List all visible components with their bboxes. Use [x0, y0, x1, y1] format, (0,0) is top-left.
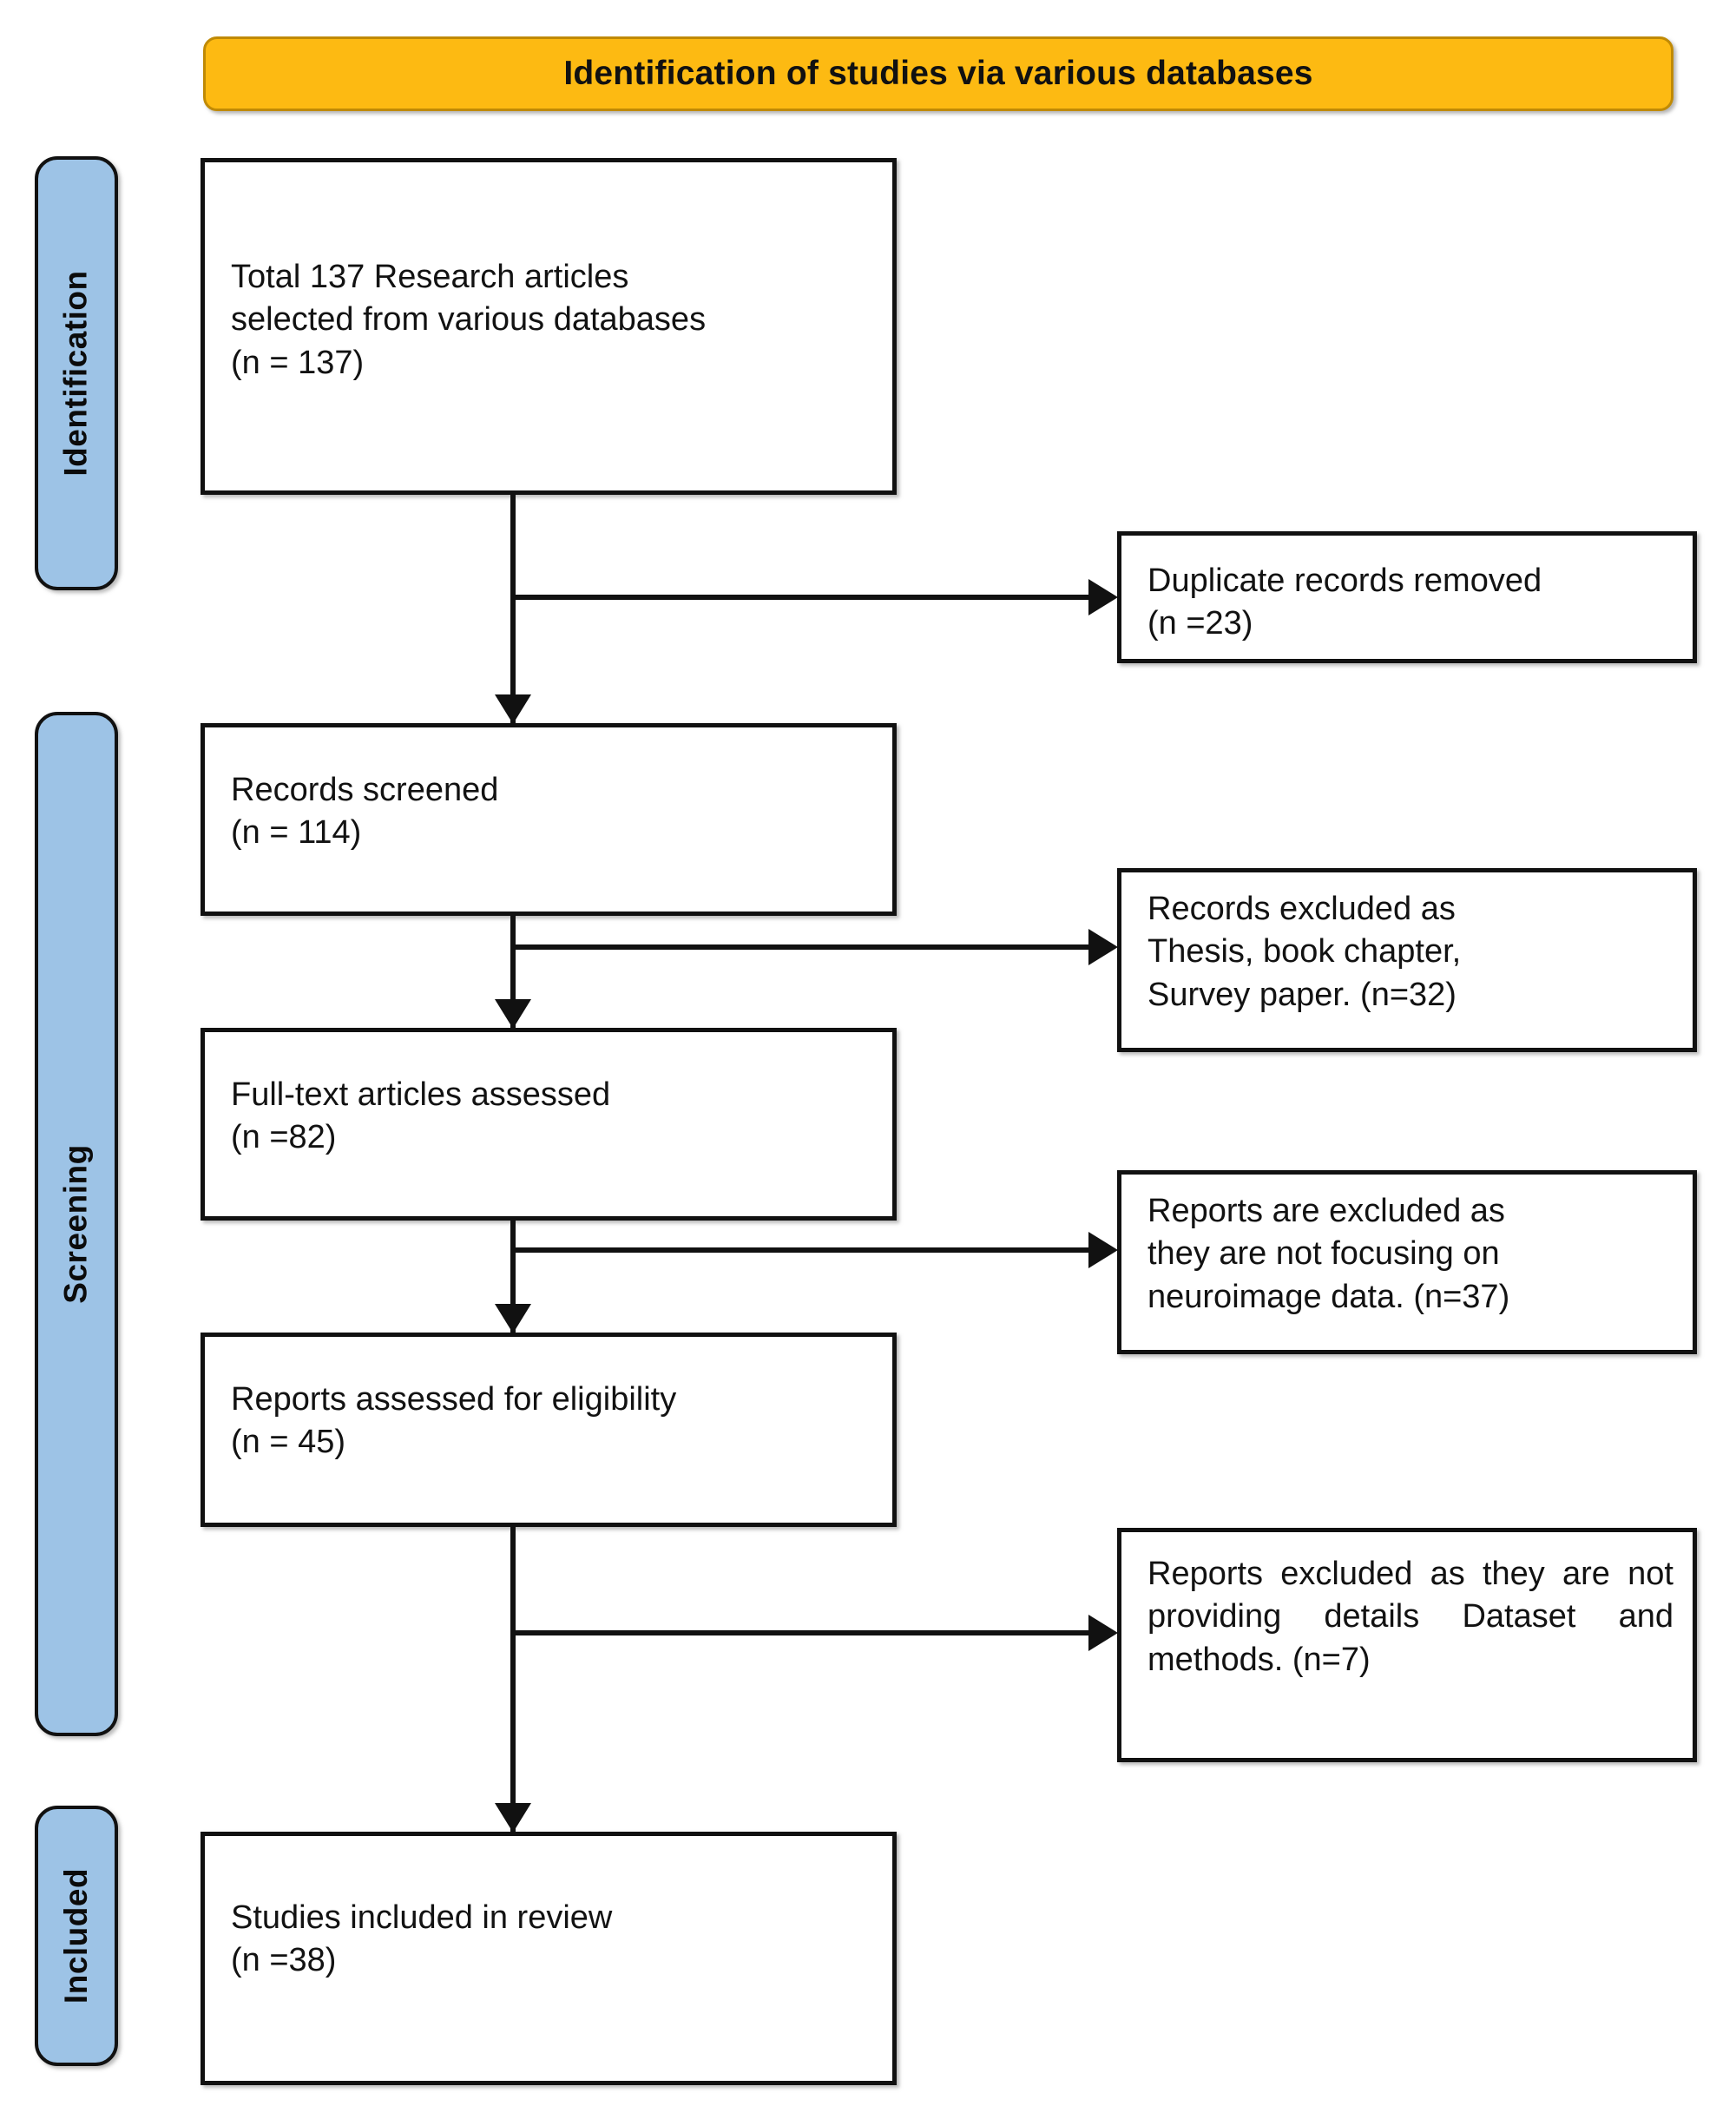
stage-label-included: Included: [58, 1867, 94, 2004]
node-excluded-neuroimage-text: Reports are excluded as they are not foc…: [1147, 1193, 1510, 1315]
connector-screened-to-excluded-thesis: [510, 944, 1094, 950]
node-total-records-text: Total 137 Research articles selected fro…: [231, 259, 707, 381]
connector-eligibility-to-excluded-details: [510, 1630, 1094, 1635]
connector-stem-eligibility: [510, 1527, 516, 1833]
node-duplicates-removed: Duplicate records removed (n =23): [1117, 531, 1697, 663]
arrow-eligibility-to-included: [495, 1803, 531, 1833]
stage-rail-identification: Identification: [35, 156, 118, 590]
page-title: Identification of studies via various da…: [563, 55, 1313, 92]
node-records-screened-text: Records screened (n = 114): [231, 772, 499, 852]
arrow-to-duplicates: [1088, 579, 1118, 615]
node-fulltext-assessed: Full-text articles assessed (n =82): [201, 1028, 897, 1221]
connector-fulltext-to-excluded-neuroimage: [510, 1247, 1094, 1253]
node-excluded-details: Reports excluded as they are not providi…: [1117, 1528, 1697, 1762]
node-reports-eligibility-text: Reports assessed for eligibility (n = 45…: [231, 1381, 677, 1461]
node-excluded-thesis: Records excluded as Thesis, book chapter…: [1117, 868, 1697, 1052]
arrow-screened-to-fulltext: [495, 999, 531, 1029]
node-records-screened: Records screened (n = 114): [201, 723, 897, 916]
header-banner: Identification of studies via various da…: [203, 36, 1674, 111]
node-duplicates-removed-text: Duplicate records removed (n =23): [1147, 563, 1542, 642]
connector-stem-screened: [510, 916, 516, 1029]
stage-label-identification: Identification: [58, 270, 95, 477]
stage-rail-included: Included: [35, 1806, 118, 2066]
stage-rail-screening: Screening: [35, 712, 118, 1736]
node-fulltext-assessed-text: Full-text articles assessed (n =82): [231, 1076, 611, 1156]
arrow-to-excluded-neuroimage: [1088, 1232, 1118, 1268]
arrow-total-to-screened: [495, 694, 531, 724]
node-excluded-thesis-text: Records excluded as Thesis, book chapter…: [1147, 891, 1462, 1013]
node-excluded-neuroimage: Reports are excluded as they are not foc…: [1117, 1170, 1697, 1354]
connector-stem-total: [510, 495, 516, 724]
node-studies-included-text: Studies included in review (n =38): [231, 1899, 613, 1979]
arrow-to-excluded-details: [1088, 1615, 1118, 1651]
node-total-records: Total 137 Research articles selected fro…: [201, 158, 897, 495]
stage-label-screening: Screening: [58, 1144, 94, 1304]
node-studies-included: Studies included in review (n =38): [201, 1832, 897, 2085]
connector-stem-fulltext: [510, 1221, 516, 1333]
arrow-to-excluded-thesis: [1088, 929, 1118, 965]
arrow-fulltext-to-eligibility: [495, 1304, 531, 1333]
node-reports-eligibility: Reports assessed for eligibility (n = 45…: [201, 1333, 897, 1527]
node-excluded-details-text: Reports excluded as they are not providi…: [1147, 1556, 1674, 1678]
connector-total-to-duplicates: [510, 595, 1094, 600]
